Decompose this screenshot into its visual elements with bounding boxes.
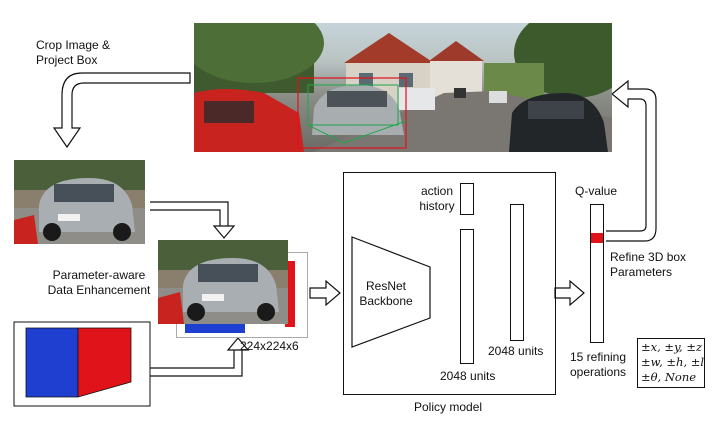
enhanced-image [158,240,288,324]
operations-row-3: ±θ, None [641,370,697,384]
refine-arrow [606,79,657,242]
projected-3d-box [13,321,151,407]
param-enhance-label: Parameter-aware Data Enhancement [40,268,158,298]
fc-layer-2 [510,204,524,341]
crop-arrow [52,72,191,149]
ops-label: 15 refining operations [560,350,636,380]
resnet-label-line2: Backbone [359,294,413,308]
resnet-label-line1: ResNet [365,279,406,293]
policy-to-q-arrow [554,279,585,307]
street-scene-image [194,23,612,152]
refine-label-line2: Parameters [610,265,673,279]
action-history-label: action history [412,184,462,214]
policy-model-label: Policy model [414,400,483,414]
action-label-line2: history [419,199,455,213]
resnet-label: ResNet Backbone [352,279,420,309]
box-to-enhance-arrow [150,337,250,377]
crop-size-label: 224x224x6 [240,339,299,353]
q-value-selected [591,233,603,243]
operations-list: ±x, ±y, ±z ±w, ±h, ±l ±θ, None [641,340,704,385]
refine-label-line1: Refine 3D box [610,250,687,264]
ops-label-line2: operations [569,365,627,379]
param-label-line2: Data Enhancement [47,283,151,297]
crop-label-line1: Crop Image & [36,38,111,52]
ops-label-line1: 15 refining [569,350,627,364]
policy-model-box [343,172,556,395]
resnet-backbone-shape [351,236,431,348]
crop-to-enhance-arrow [150,201,236,239]
param-label-line1: Parameter-aware [52,268,146,282]
units-label-a: 2048 units [440,369,496,383]
crop-label-line2: Project Box [36,53,98,67]
operations-row-1: ±x, ±y, ±z [641,340,703,354]
cropped-image [14,160,145,244]
refine-label: Refine 3D box Parameters [610,250,686,280]
action-label-line1: action [420,184,454,198]
crop-label: Crop Image & Project Box [36,38,110,68]
fc-layer-1 [460,229,474,364]
enhance-to-policy-arrow [309,279,341,307]
action-history-bar [460,183,474,215]
q-value-bar [590,204,604,343]
units-label-b: 2048 units [488,344,544,358]
operations-row-2: ±w, ±h, ±l [641,355,705,369]
q-value-label: Q-value [575,184,618,198]
operations-box [637,338,705,388]
